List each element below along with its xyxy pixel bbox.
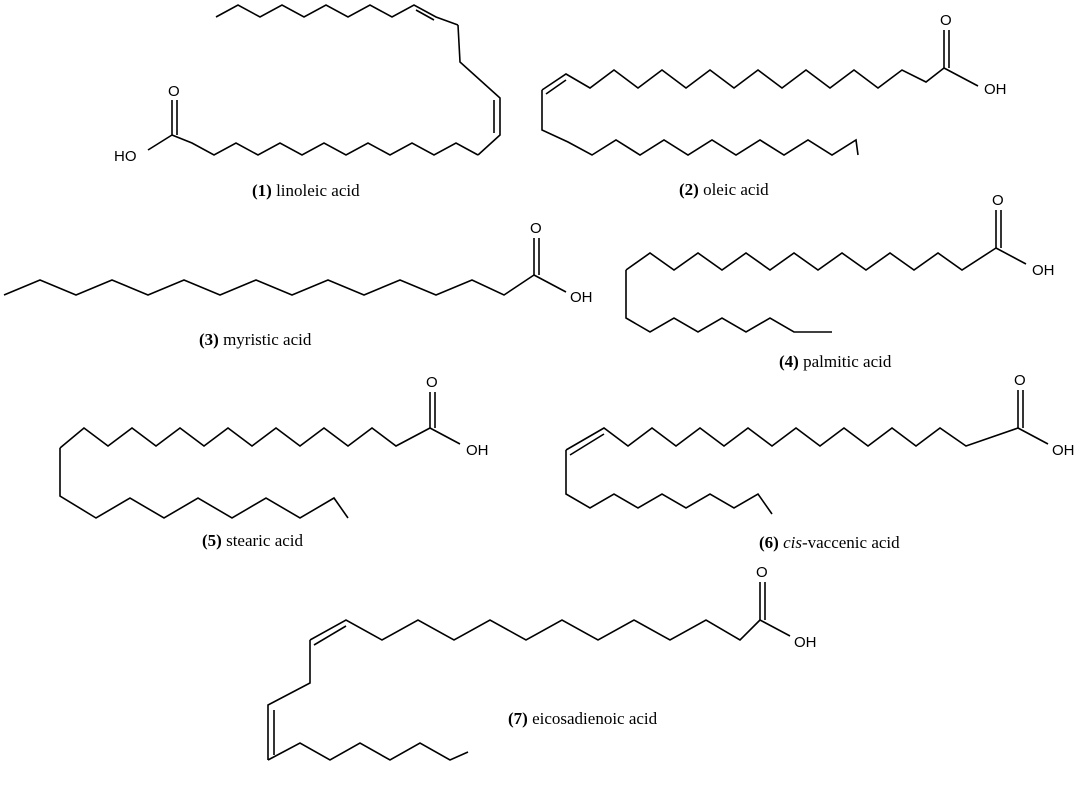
caption-3: (3) myristic acid: [199, 330, 311, 350]
mol3-o-label: O: [530, 220, 542, 237]
mol5-o-label: O: [426, 374, 438, 391]
caption-4: (4) palmitic acid: [779, 352, 891, 372]
mol7-oh-label: OH: [794, 634, 817, 651]
mol7-tail-chain: [267, 742, 469, 761]
caption-6-number: (6): [759, 533, 779, 552]
caption-1-number: (1): [252, 181, 272, 200]
caption-2: (2) oleic acid: [679, 180, 769, 200]
mol2-o-label: O: [940, 12, 952, 29]
caption-7-number: (7): [508, 709, 528, 728]
molecule-5-stearic-acid: O OH: [59, 374, 489, 519]
mol2-top-chain: [541, 67, 945, 91]
mol5-hydroxyl-bond: [429, 427, 461, 445]
mol2-hydroxyl-bond: [943, 67, 979, 87]
mol1-oh-label: HO: [114, 148, 137, 165]
molecule-6-cis-vaccenic-acid: O OH: [565, 372, 1075, 515]
mol2-double-bond: [545, 79, 567, 95]
caption-5-number: (5): [202, 531, 222, 550]
caption-4-name: palmitic acid: [803, 352, 892, 371]
caption-4-number: (4): [779, 352, 799, 371]
mol7-double-bond-a: [313, 625, 347, 646]
caption-1-name: linoleic acid: [276, 181, 360, 200]
mol5-oh-label: OH: [466, 442, 489, 459]
molecule-1-linoleic-acid: O HO: [114, 4, 501, 165]
caption-6: (6) cis-vaccenic acid: [759, 533, 900, 553]
mol2-bottom-chain: [541, 90, 859, 156]
mol6-top-chain: [565, 427, 1019, 451]
mol7-hydroxyl-bond: [759, 619, 791, 637]
caption-2-number: (2): [679, 180, 699, 199]
mol4-o-label: O: [992, 192, 1004, 209]
mol4-oh-label: OH: [1032, 262, 1055, 279]
mol6-hydroxyl-bond: [1017, 427, 1049, 445]
mol2-oh-label: OH: [984, 81, 1007, 98]
mol7-o-label: O: [756, 564, 768, 581]
caption-7: (7) eicosadienoic acid: [508, 709, 657, 729]
molecule-7-eicosadienoic-acid: O OH: [267, 564, 817, 761]
mol7-top-chain: [309, 619, 761, 642]
caption-1: (1) linoleic acid: [252, 181, 360, 201]
mol4-hydroxyl-bond: [995, 247, 1027, 265]
mol1-middle-chain: [457, 24, 501, 156]
mol3-oh-label: OH: [570, 289, 593, 306]
mol6-oh-label: OH: [1052, 442, 1075, 459]
molecule-3-myristic-acid: O OH: [3, 220, 593, 306]
molecule-4-palmitic-acid: O OH: [625, 192, 1055, 333]
mol1-head-chain: [171, 134, 479, 156]
caption-6-italic-prefix: cis: [783, 533, 802, 552]
mol3-hydroxyl-bond: [533, 274, 567, 293]
mol1-hydroxyl-bond: [147, 134, 173, 151]
mol7-middle-chain: [267, 640, 311, 760]
caption-2-name: oleic acid: [703, 180, 769, 199]
caption-3-name: myristic acid: [223, 330, 312, 349]
caption-3-number: (3): [199, 330, 219, 349]
mol6-o-label: O: [1014, 372, 1026, 389]
mol3-chain: [3, 274, 535, 296]
mol1-o-label: O: [168, 83, 180, 100]
mol5-top-chain: [59, 426, 431, 449]
mol6-double-bond: [569, 433, 605, 456]
mol4-bottom-chain: [625, 270, 832, 333]
mol1-double-bond-a: [415, 9, 435, 21]
molecule-2-oleic-acid: O OH: [541, 12, 1007, 156]
mol1-tail-chain: [215, 4, 459, 26]
mol6-bottom-chain: [565, 450, 773, 515]
caption-6-name: -vaccenic acid: [801, 533, 900, 552]
mol5-bottom-chain: [59, 448, 349, 519]
caption-5: (5) stearic acid: [202, 531, 303, 551]
caption-7-name: eicosadienoic acid: [532, 709, 658, 728]
caption-5-name: stearic acid: [226, 531, 304, 550]
mol4-top-chain: [625, 247, 997, 271]
